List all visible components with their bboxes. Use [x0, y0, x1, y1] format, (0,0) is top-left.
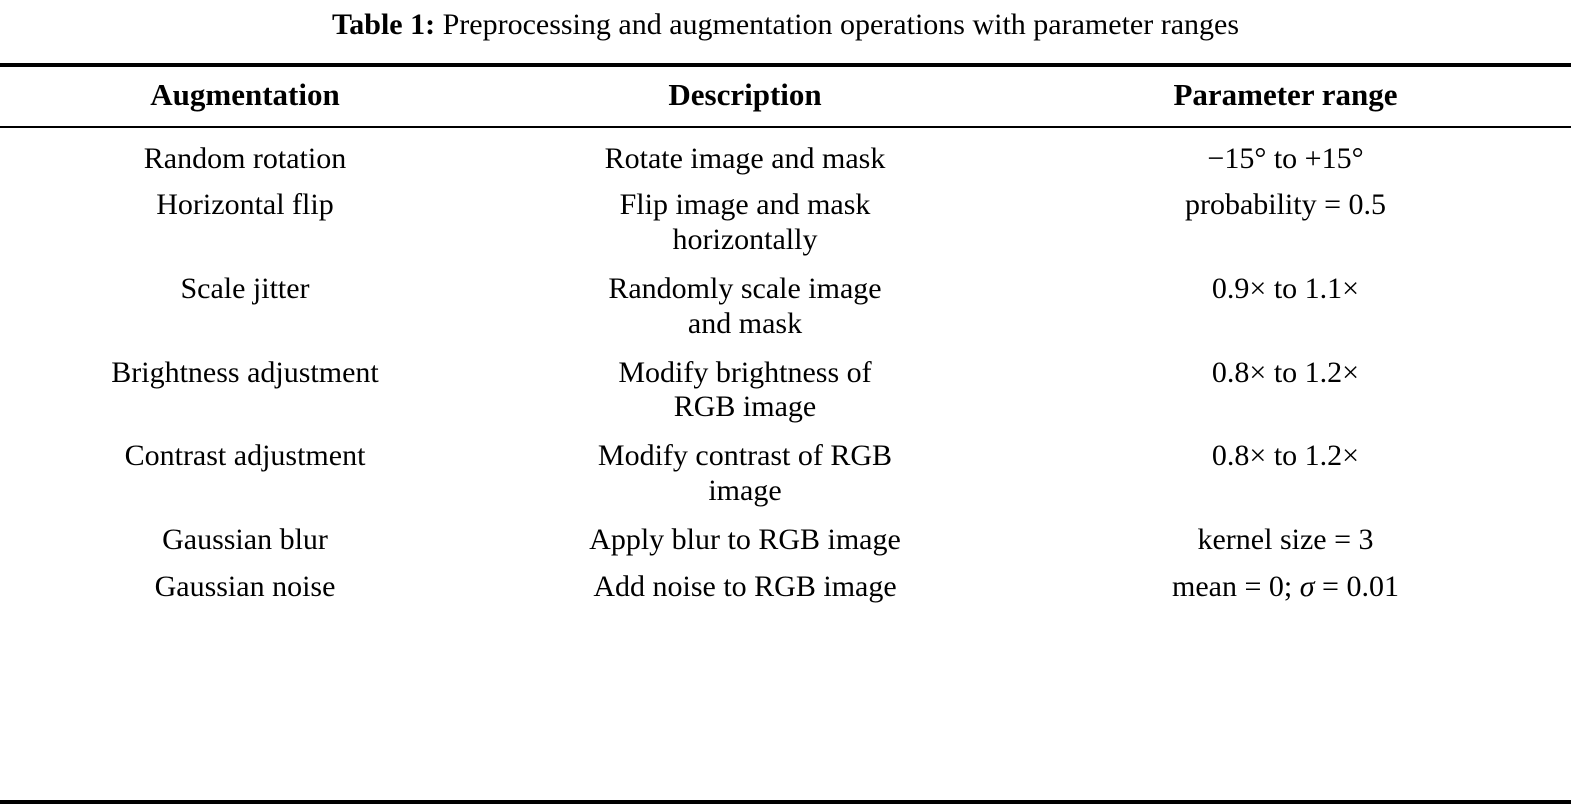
caption-label: Table 1: — [332, 8, 436, 41]
table-row: Brightness adjustment Modify brightness … — [0, 350, 1571, 434]
caption-text: Preprocessing and augmentation operation… — [435, 8, 1239, 41]
table-row: Gaussian noise Add noise to RGB image me… — [0, 564, 1571, 611]
table-caption: Table 1: Preprocessing and augmentation … — [0, 0, 1571, 40]
cell-parameter-range: mean = 0; σ = 0.01 — [1000, 564, 1571, 611]
cell-description-line: Rotate image and mask — [604, 141, 886, 175]
parameter-range-prefix: mean = 0; — [1172, 569, 1300, 603]
table-header: Augmentation Description Parameter range — [0, 67, 1571, 126]
table-top-rule — [0, 63, 1571, 67]
cell-description: Randomly scale image and mask — [490, 266, 1000, 350]
cell-description-line: and mask — [687, 306, 803, 340]
table-row: Contrast adjustment Modify contrast of R… — [0, 433, 1571, 517]
cell-parameter-range: 0.8× to 1.2× — [1211, 439, 1360, 473]
cell-augmentation: Scale jitter — [180, 271, 310, 305]
cell-parameter-range: kernel size = 3 — [1197, 522, 1374, 556]
table-header-wrap: Augmentation Description Parameter range — [0, 67, 1571, 126]
column-header-description: Description — [668, 77, 822, 112]
table-row: Gaussian blur Apply blur to RGB image ke… — [0, 517, 1571, 564]
cell-augmentation: Gaussian blur — [162, 522, 328, 556]
table-row: Random rotation Rotate image and mask −1… — [0, 136, 1571, 183]
cell-augmentation: Random rotation — [143, 141, 347, 175]
table-body: Random rotation Rotate image and mask −1… — [0, 136, 1571, 611]
cell-augmentation: Contrast adjustment — [124, 439, 366, 473]
column-header-parameter-range: Parameter range — [1173, 77, 1398, 112]
cell-description-line: RGB image — [673, 390, 817, 424]
column-header-augmentation: Augmentation — [150, 77, 340, 112]
cell-parameter-range: probability = 0.5 — [1184, 188, 1387, 222]
table-bottom-rule — [0, 800, 1571, 804]
cell-description-line: Modify brightness of — [618, 355, 872, 389]
table-row: Scale jitter Randomly scale image and ma… — [0, 266, 1571, 350]
cell-augmentation: Brightness adjustment — [111, 355, 379, 389]
cell-augmentation: Horizontal flip — [156, 188, 334, 222]
cell-description-line: Apply blur to RGB image — [589, 522, 901, 556]
cell-description-line: image — [708, 473, 782, 507]
table-body-rows: Random rotation Rotate image and mask −1… — [0, 136, 1571, 611]
cell-description: Flip image and mask horizontally — [490, 182, 1000, 266]
cell-augmentation: Gaussian noise — [154, 569, 336, 603]
cell-description-line: Flip image and mask — [619, 188, 871, 222]
cell-description: Modify contrast of RGB image — [490, 433, 1000, 517]
cell-parameter-range: 0.9× to 1.1× — [1211, 271, 1360, 305]
parameter-range-suffix: = 0.01 — [1314, 569, 1399, 603]
cell-description: Modify brightness of RGB image — [490, 350, 1000, 434]
cell-description: Apply blur to RGB image — [490, 517, 1000, 564]
cell-description-line: Add noise to RGB image — [593, 569, 897, 603]
cell-description: Add noise to RGB image — [490, 564, 1000, 611]
cell-parameter-range: 0.8× to 1.2× — [1211, 355, 1360, 389]
cell-description-line: Randomly scale image — [608, 271, 882, 305]
sigma-symbol: σ — [1299, 569, 1315, 603]
cell-description: Rotate image and mask — [490, 136, 1000, 183]
cell-description-line: horizontally — [672, 223, 818, 257]
table-header-row: Augmentation Description Parameter range — [0, 67, 1571, 126]
table-row: Horizontal flip Flip image and mask hori… — [0, 182, 1571, 266]
cell-parameter-range: −15° to +15° — [1207, 141, 1364, 175]
cell-description-line: Modify contrast of RGB — [597, 439, 893, 473]
table-header-rule — [0, 125, 1571, 128]
